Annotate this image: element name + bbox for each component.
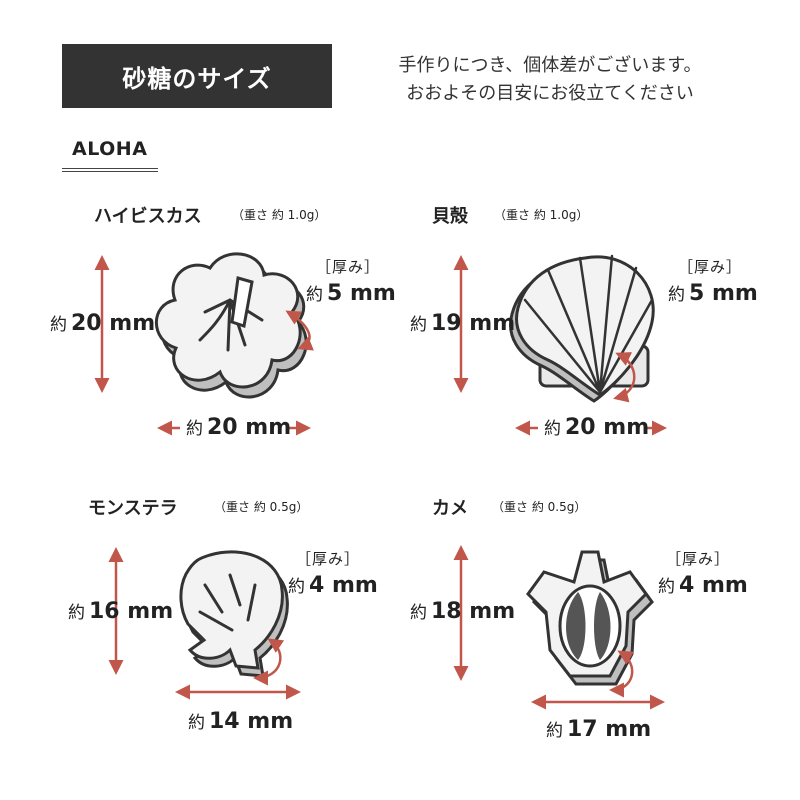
section-label: ALOHA (72, 138, 148, 160)
value: 5 mm (327, 281, 396, 306)
shell-thickness-label: ［厚み］ (678, 258, 743, 276)
shell-weight: （重さ 約 1.0g） (494, 208, 589, 222)
hibiscus-thickness-arrow (285, 310, 314, 351)
note-line-2: おおよその目安にお役立てください (406, 83, 694, 104)
value: 17 mm (567, 717, 652, 742)
turtle-thickness-arrow (609, 650, 635, 698)
value: 4 mm (679, 573, 748, 598)
value: 20 mm (71, 311, 156, 336)
monstera-thickness-arrow (253, 638, 285, 686)
value: 14 mm (209, 709, 294, 734)
prefix: 約 (288, 577, 305, 597)
prefix: 約 (546, 721, 563, 741)
prefix: 約 (658, 577, 675, 597)
monstera-icon (179, 550, 289, 678)
section-underline (62, 168, 158, 172)
hibiscus-name: ハイビスカス (94, 206, 202, 227)
value: 19 mm (431, 311, 516, 336)
prefix: 約 (188, 713, 205, 733)
page-title: 砂糖のサイズ (62, 44, 332, 108)
hibiscus-icon (154, 252, 308, 399)
monstera-weight: （重さ 約 0.5g） (214, 500, 309, 514)
prefix: 約 (410, 603, 427, 623)
value: 20 mm (565, 415, 650, 440)
prefix: 約 (50, 315, 67, 335)
turtle-icon (526, 550, 654, 686)
prefix: 約 (410, 315, 427, 335)
value: 5 mm (689, 281, 758, 306)
monstera-name: モンステラ (88, 498, 178, 519)
turtle-weight: （重さ 約 0.5g） (492, 500, 587, 514)
note-line-1: 手作りにつき、個体差がございます。 (398, 55, 702, 76)
shell-icon (509, 254, 655, 403)
hibiscus-weight: （重さ 約 1.0g） (232, 208, 327, 222)
handmade-note: 手作りにつき、個体差がございます。 おおよその目安にお役立てください (350, 52, 750, 108)
hibiscus-thickness-label: ［厚み］ (316, 258, 381, 276)
value: 20 mm (207, 415, 292, 440)
monstera-thickness-label: ［厚み］ (296, 550, 361, 568)
prefix: 約 (544, 419, 561, 439)
value: 16 mm (89, 599, 174, 624)
prefix: 約 (306, 285, 323, 305)
value: 18 mm (431, 599, 516, 624)
prefix: 約 (668, 285, 685, 305)
shell-thickness-arrow (613, 352, 636, 403)
turtle-thickness-label: ［厚み］ (666, 550, 731, 568)
prefix: 約 (186, 419, 203, 439)
value: 4 mm (309, 573, 378, 598)
shell-name: 貝殻 (432, 206, 468, 227)
turtle-name: カメ (432, 498, 468, 519)
prefix: 約 (68, 603, 85, 623)
